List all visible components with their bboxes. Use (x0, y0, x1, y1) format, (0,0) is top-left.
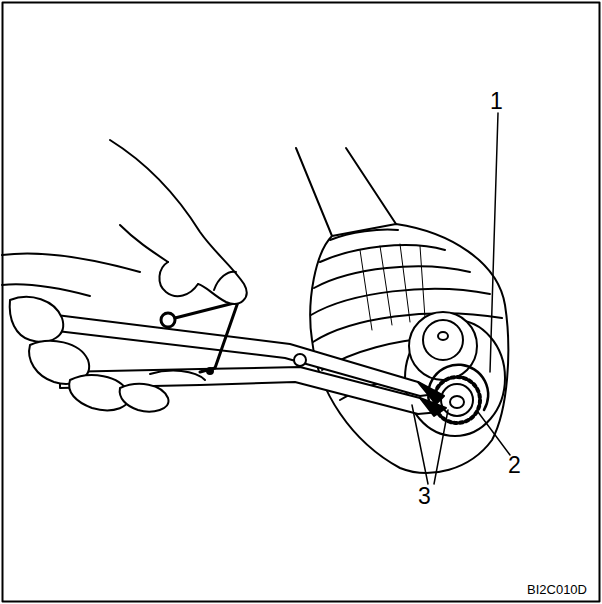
pliers-spring (161, 313, 175, 327)
hand-finger (159, 262, 198, 296)
hand-outline (120, 225, 168, 262)
hand-outline (110, 140, 247, 304)
callout-number: 2 (508, 454, 521, 477)
boot-shade (420, 246, 425, 318)
leader-line (478, 412, 510, 455)
shaft-edge (346, 148, 396, 224)
callout-number: 3 (418, 485, 431, 508)
pliers-spring (175, 302, 238, 372)
boot-ridge (330, 229, 398, 240)
pliers-tip (420, 398, 446, 416)
hand-outline (150, 371, 205, 380)
cap-inner (423, 320, 463, 360)
figure-code: BI2C010D (527, 583, 587, 596)
pliers-handle (60, 367, 440, 414)
spline-hub (441, 384, 473, 416)
pliers-pivot (294, 354, 306, 366)
arm-outline (2, 284, 90, 296)
hand-finger (120, 384, 169, 412)
frame-border (3, 3, 600, 602)
leader-line (412, 405, 428, 484)
boot-body (310, 224, 508, 473)
drawing-group (2, 3, 600, 602)
cap-center (438, 332, 448, 340)
boot-shade (400, 244, 410, 322)
leader-line (434, 410, 448, 484)
arm-outline (2, 254, 140, 272)
boot-ridge (311, 289, 490, 315)
pliers-rivet (207, 368, 213, 374)
hand-finger (10, 297, 63, 342)
callout-number: 1 (490, 90, 503, 113)
spline-center (450, 396, 464, 408)
leader-line (490, 113, 498, 372)
shaft-edge (296, 148, 332, 236)
boot-shade (360, 250, 372, 330)
boot-ridge (314, 266, 470, 288)
boot-shade (380, 246, 392, 325)
hand-finger (214, 272, 236, 290)
